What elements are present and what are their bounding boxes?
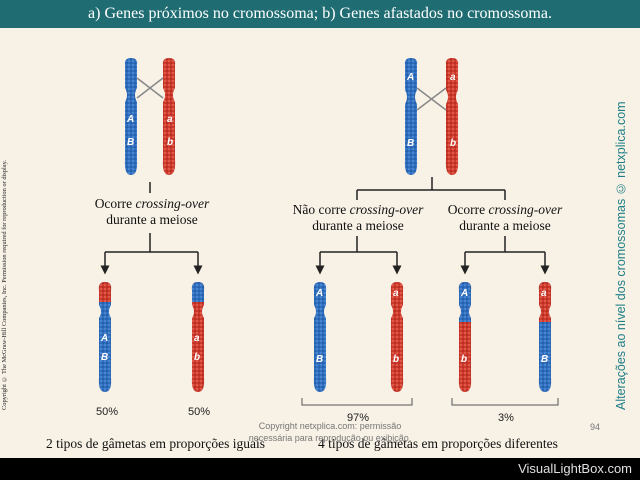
label-b-crossing-over: Ocorre crossing-over durante a meiose xyxy=(447,202,563,233)
watermark-bar: VisualLightBox.com xyxy=(0,458,640,480)
gene-A-gamete-b1: A xyxy=(315,288,323,299)
gene-a-b-parent: a xyxy=(450,72,456,83)
summary-b: 4 tipos de gâmetas em proporções diferen… xyxy=(318,436,558,451)
gene-B-gamete-a1: B xyxy=(101,352,108,363)
gamete-a1 xyxy=(98,282,112,392)
gamete-b3-blue-top xyxy=(458,282,472,322)
pct-a-right: 50% xyxy=(188,406,211,418)
chiasma-crossing-a xyxy=(136,77,164,99)
gene-A-gamete-b3: A xyxy=(460,288,468,299)
summary-a: 2 tipos de gâmetas em proporções iguais xyxy=(46,436,265,451)
chromosome-blue-b-parent xyxy=(404,58,418,175)
chromosome-red-a-parent xyxy=(162,58,176,175)
gene-a-gamete-a2: a xyxy=(194,333,200,344)
watermark-text: VisualLightBox.com xyxy=(518,461,632,476)
percentage-brackets xyxy=(301,398,559,406)
chiasma-crossing-b xyxy=(416,87,447,111)
gamete-b4-red-top xyxy=(538,282,552,322)
gene-b-a-parent: b xyxy=(167,137,173,148)
part-b-gametes-crossing: A b a B xyxy=(458,282,552,392)
part-b-parent-pair: A B a b xyxy=(404,58,459,175)
gamete-b1 xyxy=(313,282,327,392)
pct-b-group2: 3% xyxy=(498,412,514,424)
part-a-parent-pair: A B a b xyxy=(124,58,176,175)
gene-B-gamete-b1: B xyxy=(316,354,323,365)
gamete-b2 xyxy=(390,282,404,392)
part-b-gametes-no-crossing: A B a b xyxy=(313,282,404,392)
gene-B-a-parent: B xyxy=(127,137,134,148)
gamete-a1-red-tip xyxy=(98,282,112,302)
gene-a-a-parent: a xyxy=(167,114,173,125)
gene-B-b-parent: B xyxy=(407,138,414,149)
gene-a-gamete-b4: a xyxy=(541,288,547,299)
footer-copyright: Copyright netxplica.com: permissão neces… xyxy=(248,421,412,443)
gene-a-gamete-b2: a xyxy=(393,288,399,299)
chromosome-red-b-parent xyxy=(445,58,459,175)
part-a-connectors xyxy=(100,182,203,275)
gene-A-b-parent: A xyxy=(406,72,414,83)
gene-b-b-parent: b xyxy=(450,138,456,149)
label-b-no-crossing-over: Não corre crossing-over durante a meiose xyxy=(292,202,424,233)
gamete-a2 xyxy=(191,282,205,392)
part-b-connectors xyxy=(315,177,550,275)
pct-b-group1: 97% xyxy=(347,412,370,424)
label-a-crossing-over: Ocorre crossing-over durante a meiose xyxy=(94,196,210,227)
gene-A-gamete-a1: A xyxy=(100,333,108,344)
gene-A-a-parent: A xyxy=(126,114,134,125)
gamete-a2-blue-tip xyxy=(191,282,205,302)
gene-b-gamete-b3: b xyxy=(461,354,467,365)
pct-a-left: 50% xyxy=(96,406,119,418)
gene-b-gamete-a2: b xyxy=(194,352,200,363)
part-a-gametes: A B a b xyxy=(98,282,205,392)
gene-b-gamete-b2: b xyxy=(393,354,399,365)
gene-B-gamete-b4: B xyxy=(541,354,548,365)
slide-title: a) Genes próximos no cromossoma; b) Gene… xyxy=(0,0,640,28)
page-number: 94 xyxy=(590,422,601,432)
chromosome-blue-a-parent xyxy=(124,58,138,175)
